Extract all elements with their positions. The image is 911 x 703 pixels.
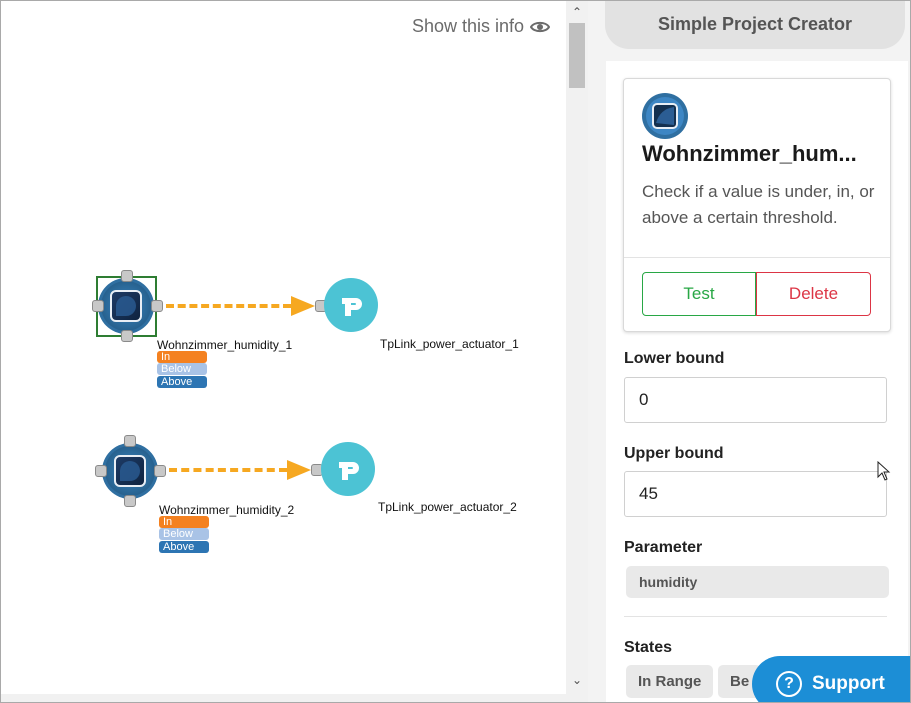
parameter-chip[interactable]: humidity [626,566,889,598]
connection-handle-left[interactable] [95,465,107,477]
connection-handle-top[interactable] [124,435,136,447]
panel-content: Wohnzimmer_hum... Check if a value is un… [606,61,908,702]
state-tag-above[interactable]: Above [159,541,209,553]
card-title: Wohnzimmer_hum... [642,141,857,166]
state-tag-in-range[interactable]: In Range [159,516,209,540]
connection-handle-bottom[interactable] [121,330,133,342]
actuator-label: TpLink_power_actuator_2 [378,500,517,514]
test-button[interactable]: Test [642,272,756,316]
eye-icon [530,21,550,32]
upper-bound-input[interactable] [624,471,887,517]
panel-title[interactable]: Simple Project Creator [605,1,905,49]
state-tag-above[interactable]: Above [157,376,207,388]
connection-handle-left[interactable] [92,300,104,312]
horizontal-scrollbar[interactable] [1,694,566,702]
scroll-down-icon[interactable]: ⌄ [571,673,583,687]
card-description: Check if a value is under, in, or above … [642,182,875,227]
show-info-label: Show this info [411,16,524,36]
sensor-label: Wohnzimmer_humidity_1 [157,338,293,352]
state-chip-in-range[interactable]: In Range [626,665,714,698]
support-label: Support [812,673,885,694]
flow-canvas[interactable]: Show this info Wohnzimmer_humidity_1 TpL… [1,1,566,702]
edge-arrowhead [287,460,311,480]
section-divider [624,616,887,617]
upper-bound-label: Upper bound [624,445,724,462]
support-button[interactable]: ? Support [752,656,910,702]
connection-edge[interactable] [166,304,291,308]
actuator-label: TpLink_power_actuator_1 [380,337,519,351]
lower-bound-label: Lower bound [624,350,725,367]
edge-arrowhead [291,296,315,316]
scroll-up-icon[interactable]: ⌃ [571,5,583,19]
connection-handle-right[interactable] [151,300,163,312]
connection-handle-top[interactable] [121,270,133,282]
delete-button[interactable]: Delete [756,272,871,316]
connection-handle-bottom[interactable] [124,495,136,507]
humidity-sensor-icon[interactable] [102,443,158,499]
humidity-sensor-icon [642,93,688,139]
states-label: States [624,639,673,656]
parameter-label: Parameter [624,539,703,556]
card-divider [624,257,890,258]
state-tag-below[interactable]: Below [157,363,207,375]
side-panel: Simple Project Creator Wohnzimmer_hum...… [588,1,910,702]
tplink-icon[interactable] [324,278,378,332]
mouse-cursor-icon [877,461,891,481]
state-tag-below[interactable]: Below [159,528,209,540]
tplink-icon[interactable] [321,442,375,496]
node-info-card: Wohnzimmer_hum... Check if a value is un… [623,78,891,332]
scrollbar-thumb[interactable] [569,23,585,88]
state-tag-in-range[interactable]: In Range [157,351,207,375]
connection-handle-right[interactable] [154,465,166,477]
humidity-sensor-icon[interactable] [98,278,154,334]
show-info-toggle[interactable]: Show this info [412,16,550,37]
sensor-label: Wohnzimmer_humidity_2 [159,503,295,517]
lower-bound-input[interactable] [624,377,887,423]
connection-edge[interactable] [169,468,287,472]
vertical-scrollbar[interactable]: ⌃ ⌄ [566,1,588,702]
question-icon: ? [776,671,802,697]
